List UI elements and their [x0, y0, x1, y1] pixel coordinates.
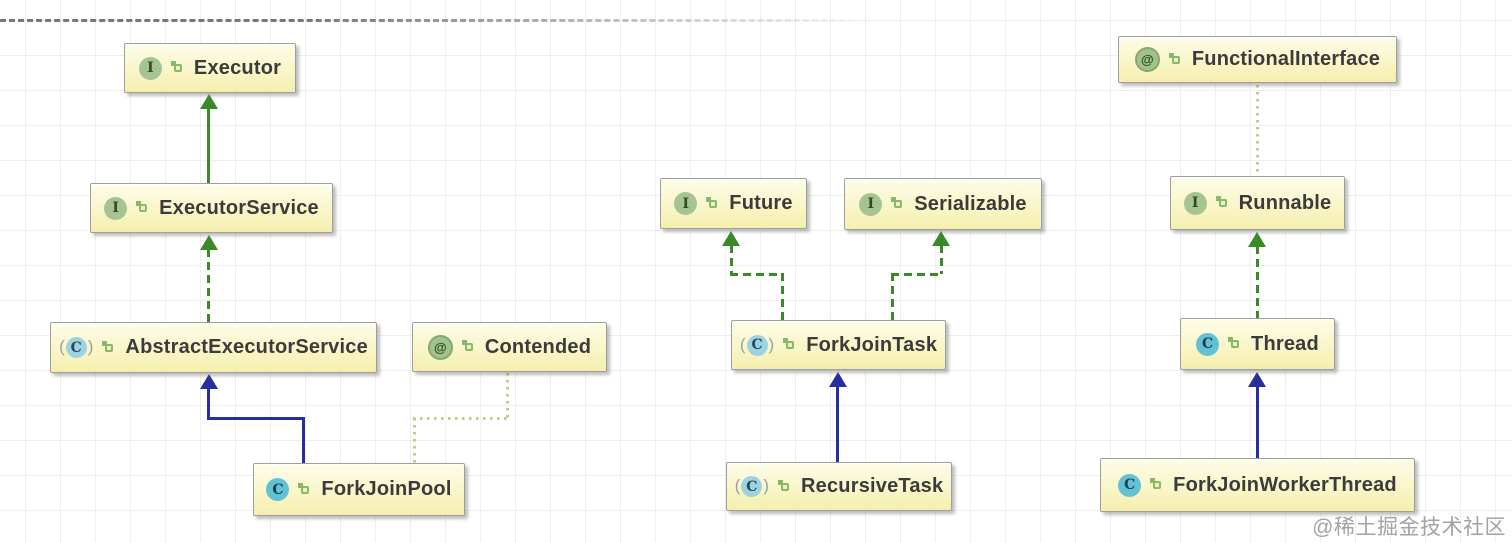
public-visibility-icon [170, 61, 185, 75]
node-label: Contended [484, 335, 592, 358]
abstract-class-icon: ( C ) [59, 337, 94, 358]
edge-functionalinterface-runnable [1256, 85, 1259, 176]
public-visibility-icon [783, 338, 797, 352]
edge-arrowhead-implements-executorservice [200, 235, 218, 250]
node-label: Runnable [1238, 191, 1332, 214]
node-forkjoinpool[interactable]: C ForkJoinPool [253, 463, 465, 516]
node-label: AbstractExecutorService [125, 336, 368, 358]
node-label: Executor [193, 56, 282, 79]
edge-arrowhead-extends-forkjointask [829, 372, 847, 387]
abstract-class-icon: ( C ) [734, 476, 769, 497]
node-recursivetask[interactable]: ( C ) RecursiveTask [726, 462, 952, 511]
public-visibility-icon [298, 482, 312, 497]
edge-forkjointask-future-seg3 [781, 273, 784, 320]
edge-arrowhead-extends-thread [1248, 372, 1266, 387]
public-visibility-icon [102, 340, 116, 355]
node-contended[interactable]: @ Contended [412, 322, 607, 372]
node-label: FunctionalInterface [1191, 48, 1381, 70]
edge-forkjoinpool-aes-seg2 [207, 417, 305, 420]
node-functionalinterface[interactable]: @ FunctionalInterface [1118, 36, 1397, 83]
node-abstractexecutorservice[interactable]: ( C ) AbstractExecutorService [50, 322, 377, 373]
page-boundary-dashed-line [0, 19, 872, 22]
interface-icon: I [859, 192, 883, 216]
node-forkjoinworkerthread[interactable]: C ForkJoinWorkerThread [1100, 458, 1415, 512]
annotation-icon: @ [427, 334, 453, 360]
interface-icon: I [674, 192, 698, 215]
node-executor[interactable]: I Executor [124, 43, 296, 93]
interface-icon: I [104, 196, 128, 220]
edge-arrowhead-extends-executor [200, 94, 218, 109]
edge-forkjoinworkerthread-thread [1256, 386, 1259, 458]
node-serializable[interactable]: I Serializable [844, 178, 1042, 230]
annotation-icon: @ [1134, 47, 1160, 72]
interface-icon: I [138, 56, 162, 80]
public-visibility-icon [891, 197, 905, 211]
class-icon: C [1196, 332, 1220, 356]
edge-forkjoinpool-aes-seg3 [302, 417, 305, 463]
public-visibility-icon [136, 201, 150, 215]
edge-arrowhead-implements-serializable [932, 231, 950, 246]
node-label: Serializable [914, 192, 1027, 215]
class-icon: C [1118, 473, 1142, 497]
public-visibility-icon [706, 196, 720, 211]
node-label: Thread [1251, 332, 1319, 355]
edge-forkjointask-future-seg2 [730, 273, 783, 276]
edge-contended-forkjoinpool-seg3 [413, 418, 416, 463]
public-visibility-icon [1215, 196, 1230, 210]
edge-forkjointask-future-seg1 [730, 245, 733, 274]
node-future[interactable]: I Future [660, 178, 807, 229]
edge-thread-runnable [1256, 246, 1259, 318]
public-visibility-icon [1168, 52, 1183, 67]
edge-contended-forkjoinpool-seg2 [413, 417, 507, 420]
edge-executorservice-executor [207, 108, 210, 184]
node-thread[interactable]: C Thread [1180, 318, 1335, 370]
node-label: ForkJoinPool [321, 478, 452, 500]
public-visibility-icon [778, 479, 792, 494]
watermark-text: @稀土掘金技术社区 [1312, 516, 1506, 539]
public-visibility-icon [1228, 337, 1242, 351]
edge-arrowhead-implements-future [722, 231, 740, 246]
edge-forkjointask-serializable-seg3 [891, 273, 894, 320]
edge-recursivetask-forkjointask [836, 386, 839, 462]
node-label: Future [729, 192, 793, 214]
node-forkjointask[interactable]: ( C ) ForkJoinTask [731, 320, 946, 370]
edge-forkjointask-serializable-seg2 [891, 273, 943, 276]
public-visibility-icon [461, 340, 476, 354]
edge-forkjointask-serializable-seg1 [940, 245, 943, 274]
public-visibility-icon [1150, 478, 1164, 492]
node-label: RecursiveTask [801, 475, 944, 497]
node-runnable[interactable]: I Runnable [1170, 176, 1345, 230]
edge-forkjoinpool-aes-seg1 [207, 388, 210, 418]
node-label: ForkJoinTask [806, 333, 938, 356]
node-executorservice[interactable]: I ExecutorService [90, 183, 333, 233]
edge-abstractexecutorservice-executorservice [207, 249, 210, 322]
interface-icon: I [1183, 191, 1207, 215]
edge-arrowhead-extends-abstractexecutorservice [200, 374, 218, 389]
class-icon: C [266, 478, 290, 501]
node-label: ForkJoinWorkerThread [1173, 473, 1397, 496]
edge-contended-forkjoinpool-seg1 [506, 373, 509, 418]
edge-arrowhead-implements-runnable [1248, 232, 1266, 247]
node-label: ExecutorService [159, 196, 319, 219]
abstract-class-icon: ( C ) [739, 334, 775, 356]
